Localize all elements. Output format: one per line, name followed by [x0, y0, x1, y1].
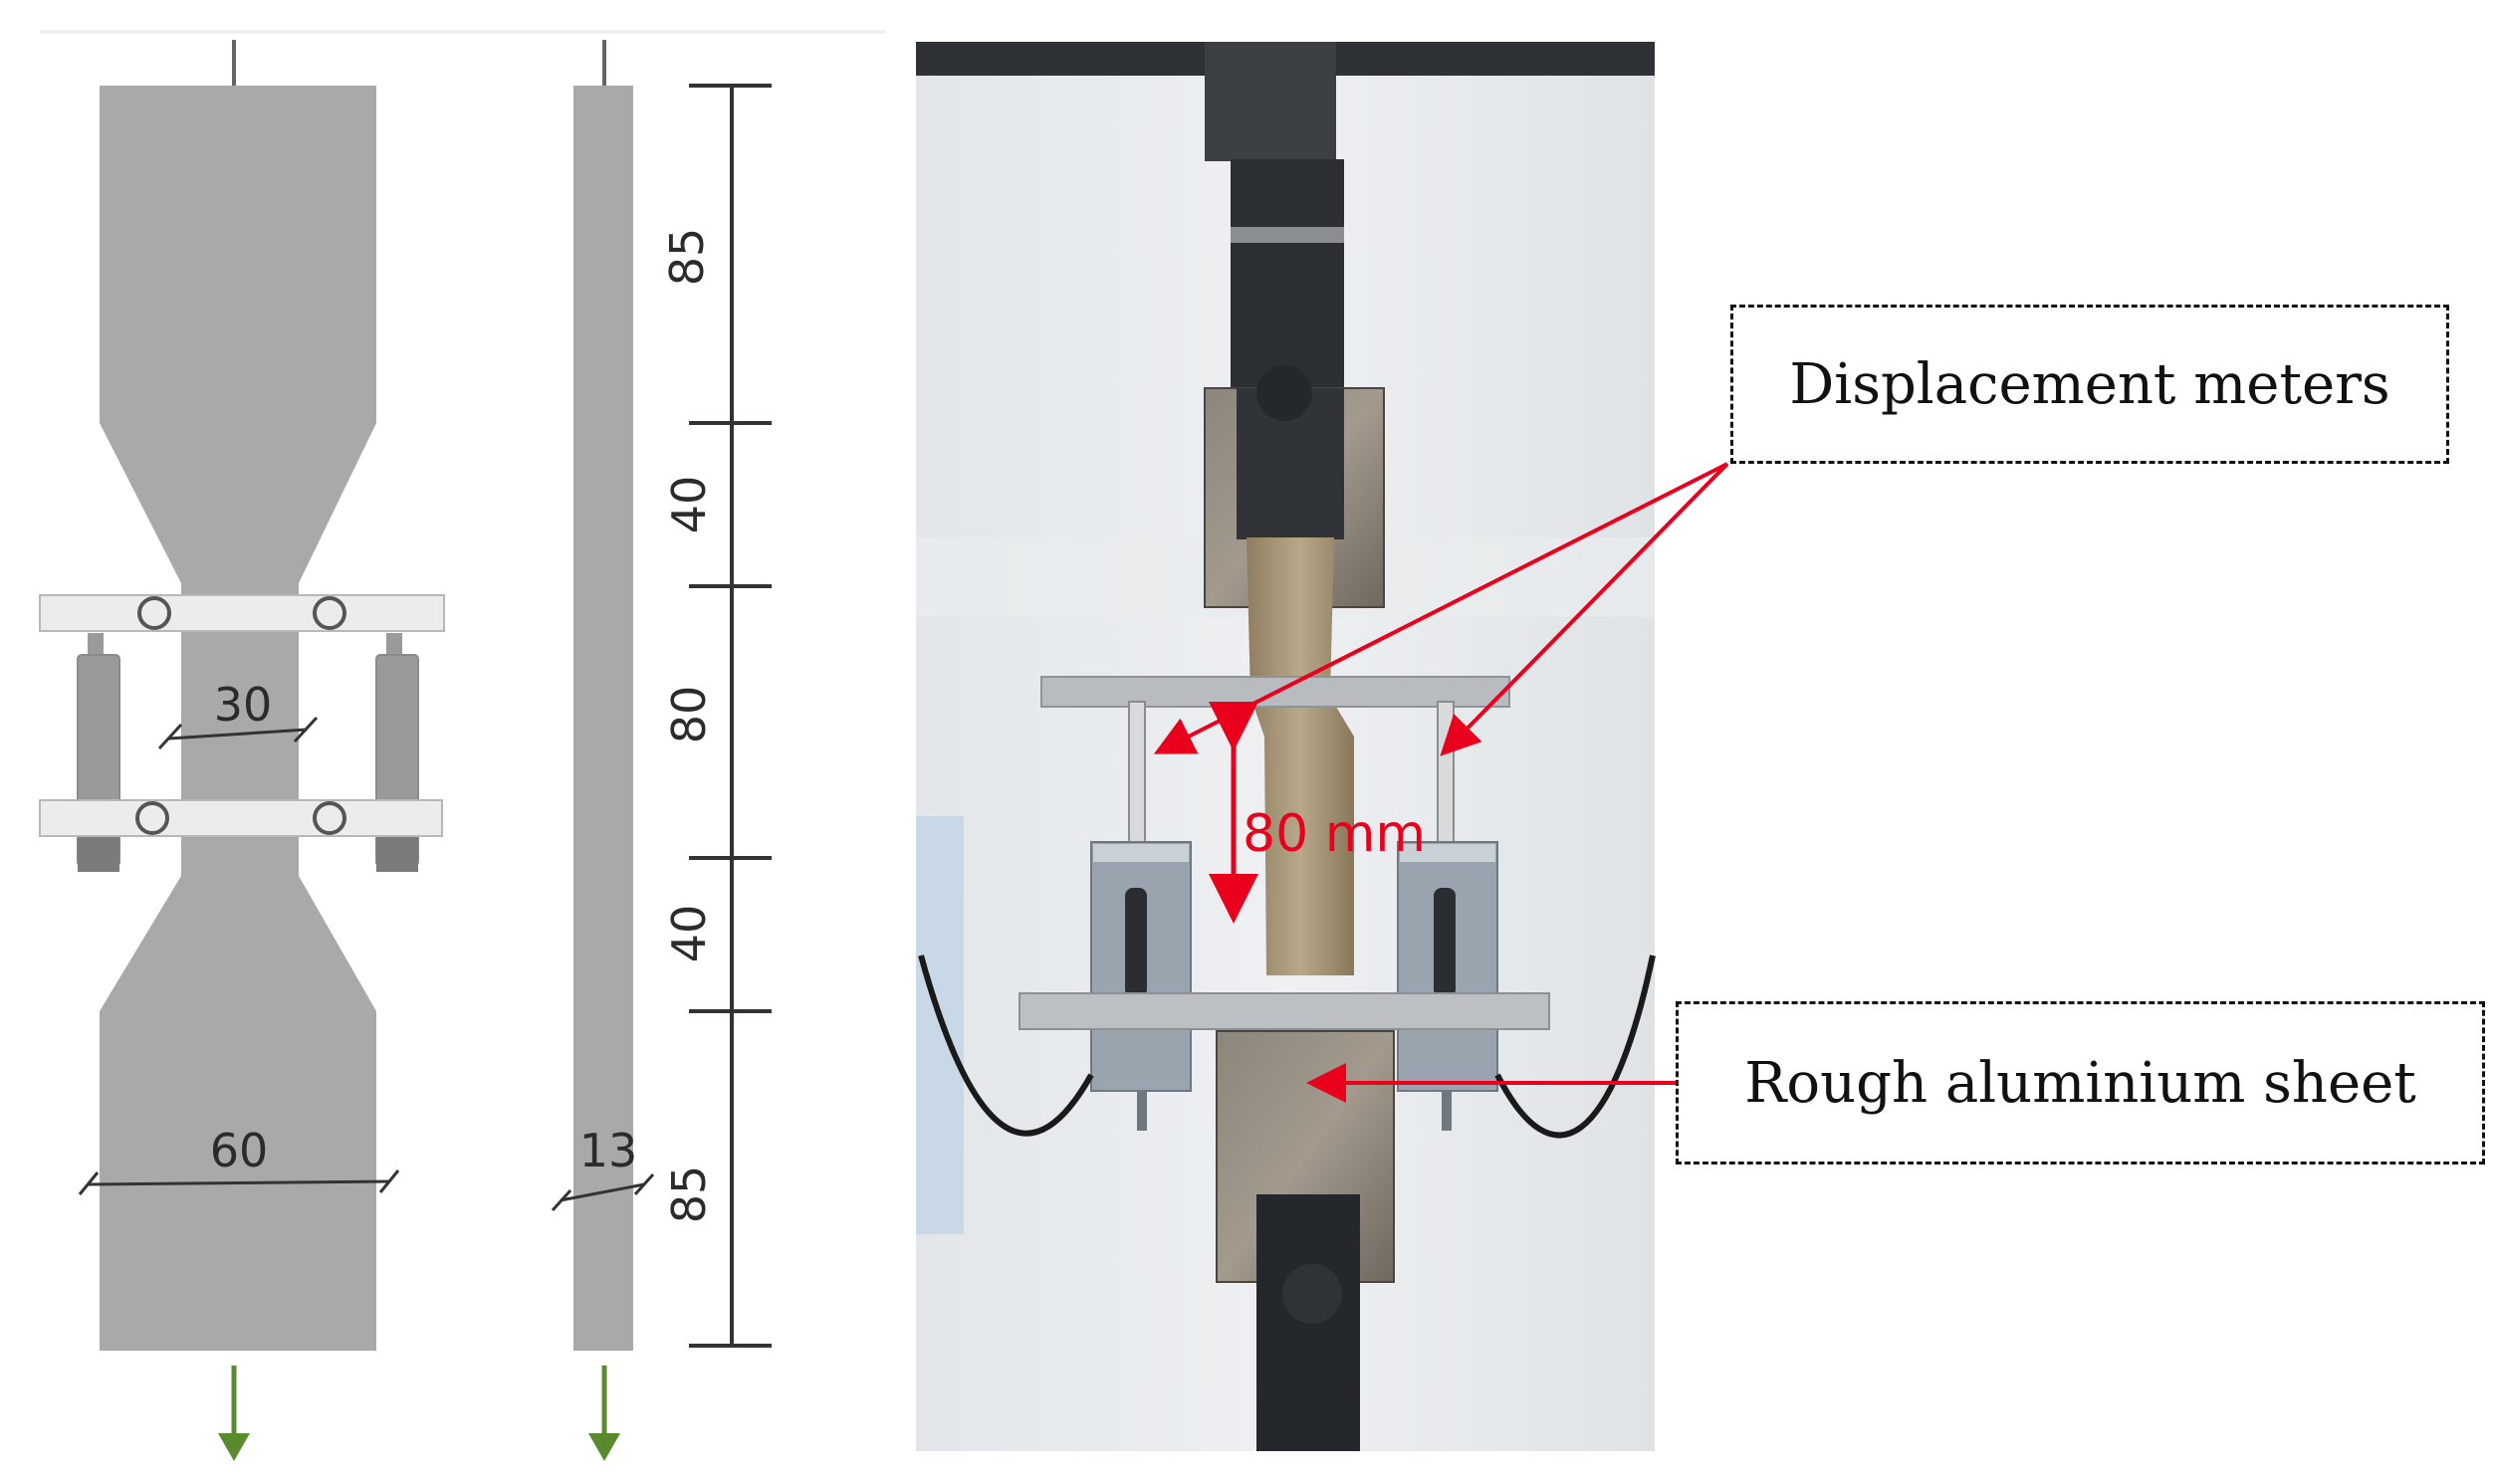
clamp-bolt: [135, 801, 169, 835]
dim-label-segment: 85: [660, 228, 714, 287]
callout-rough-aluminium-sheet: Rough aluminium sheet: [1676, 1001, 2485, 1165]
callout-label: Displacement meters: [1789, 351, 2390, 417]
specimen-drawing: 30 60 13 85 40 80 40 85: [39, 30, 886, 1461]
dogbone-front-view: [100, 86, 376, 1351]
dim-label-segment: 80: [662, 686, 716, 744]
dim-label-full-width: 60: [210, 1124, 269, 1177]
grip-bolt: [1282, 1264, 1342, 1324]
dim-label-segment: 40: [662, 476, 716, 534]
specimen-side-view: [573, 86, 633, 1351]
specimen-photo: [1247, 537, 1354, 975]
clamp-bar-lower: [39, 799, 443, 837]
meter-cable-right: [1494, 954, 1656, 1139]
dim-label-gauge-width: 30: [214, 678, 273, 732]
test-photo: 80 mm: [916, 42, 1729, 1451]
callout-label: Rough aluminium sheet: [1744, 1050, 2416, 1116]
dim-tick: [633, 1172, 655, 1196]
clamp-post-right-top: [386, 633, 402, 659]
displacement-meter-right: [1397, 841, 1498, 1131]
callout-arrow-meter-right: [1440, 462, 1729, 756]
upper-crosshead: [1205, 42, 1336, 161]
dim-tick: [78, 1171, 100, 1195]
dim-label-thickness: 13: [579, 1124, 638, 1177]
clamp-bolt: [313, 596, 346, 630]
dim-line-thickness: [560, 1182, 645, 1202]
clamp-bar-upper: [39, 594, 445, 632]
dim-tick: [378, 1169, 400, 1193]
upper-grip-band: [1231, 227, 1344, 243]
grip-bolt: [1256, 365, 1312, 421]
clamp-bolt: [137, 596, 171, 630]
dim-line-full-width: [87, 1179, 391, 1186]
dim-label-segment: 85: [662, 1166, 716, 1224]
extensometer-lower-bar: [1019, 992, 1550, 1030]
callout-arrow-meter-left: [1153, 462, 1728, 754]
dim-tick: [293, 716, 319, 743]
dim-tick: [551, 1188, 572, 1212]
gauge-length-label: 80 mm: [1243, 804, 1426, 864]
load-arrow-side-icon: [588, 1366, 620, 1461]
callout-displacement-meters: Displacement meters: [1730, 305, 2449, 464]
clamp-bolt: [313, 801, 346, 835]
meter-rod-right: [1437, 701, 1455, 852]
dim-label-segment: 40: [662, 905, 716, 963]
meter-cable-left: [918, 954, 1094, 1137]
dim-tick: [157, 723, 183, 750]
load-arrow-front-icon: [218, 1366, 250, 1461]
clamp-post-left-top: [88, 633, 104, 659]
displacement-meter-left: [1090, 841, 1192, 1131]
meter-rod-left: [1128, 701, 1146, 852]
dim-line-gauge-width: [168, 728, 308, 741]
